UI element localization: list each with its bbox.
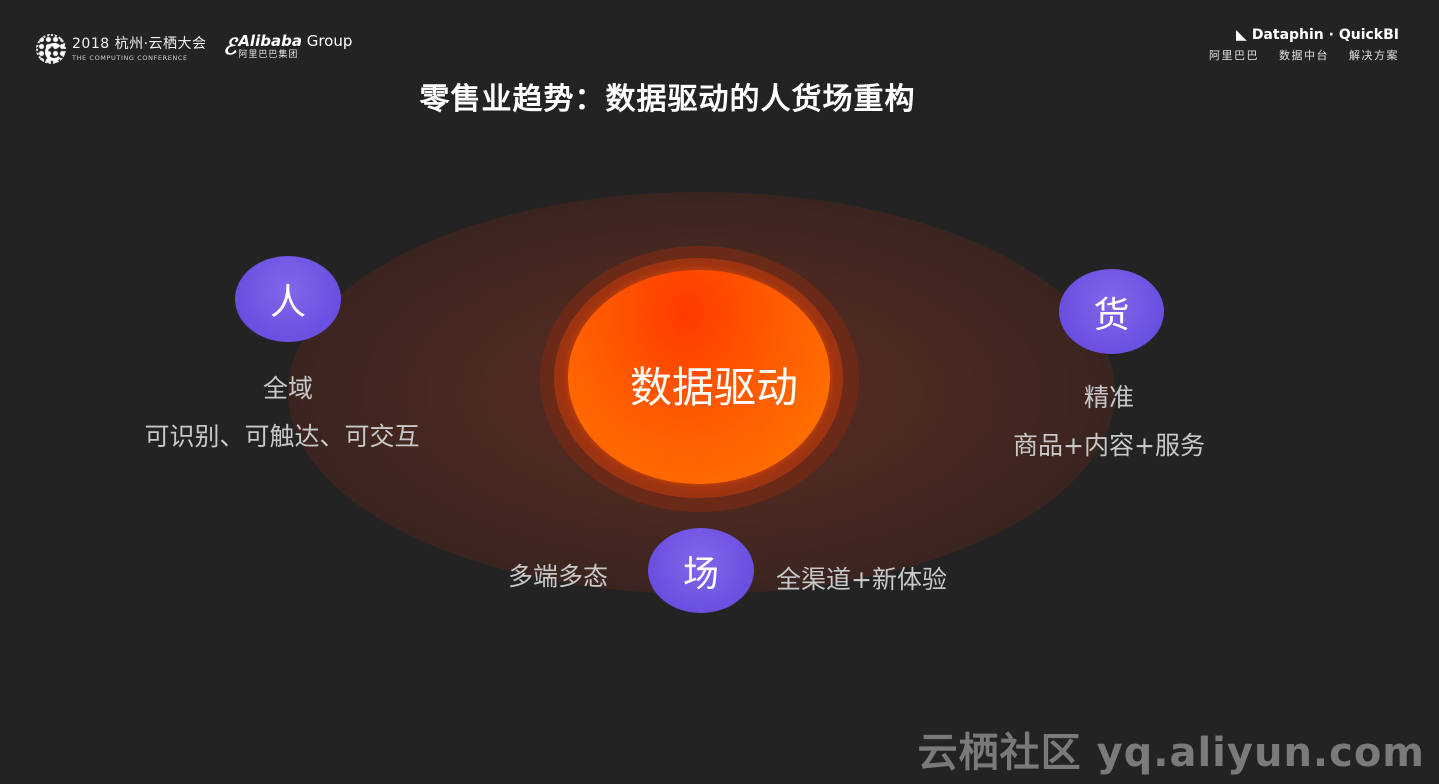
- alibaba-logo-icon: ℰ: [223, 34, 237, 60]
- goods-line-1: 精准: [1083, 383, 1134, 412]
- people-line-1: 全域: [262, 374, 313, 403]
- node-place: 场: [648, 528, 754, 613]
- page-title: 零售业趋势：数据驱动的人货场重构: [419, 82, 916, 117]
- node-place-label: 场: [682, 553, 719, 595]
- brand-sub-3: 解决方案: [1349, 49, 1399, 62]
- node-people: 人: [235, 256, 341, 342]
- alibaba-group-logo: ℰ Alibaba Group 阿里巴巴集团: [223, 32, 353, 61]
- dataphin-quickbi-logo: ◣ Dataphin · QuickBI 阿里巴巴 数据中台 解决方案: [1209, 27, 1399, 63]
- alibaba-group-title: Alibaba Group: [238, 32, 353, 50]
- alibaba-group-subtitle: 阿里巴巴集团: [238, 50, 299, 60]
- watermark: 云栖社区 yq.aliyun.com: [917, 730, 1425, 776]
- brand-title: Dataphin · QuickBI: [1251, 27, 1399, 43]
- conference-logo: 2018 杭州·云栖大会 THE COMPUTING CONFERENCE: [36, 34, 207, 64]
- node-people-label: 人: [269, 282, 306, 323]
- core-circle: [568, 270, 830, 484]
- goods-line-2: 商品+内容+服务: [1013, 431, 1205, 460]
- node-goods-label: 货: [1093, 294, 1130, 336]
- dataphin-icon: ◣: [1236, 27, 1247, 43]
- core-label: 数据驱动: [629, 363, 798, 412]
- conference-title: 2018 杭州·云栖大会: [72, 35, 207, 52]
- node-goods: 货: [1059, 269, 1164, 354]
- place-left-label: 多端多态: [508, 562, 609, 591]
- conference-subtitle: THE COMPUTING CONFERENCE: [72, 53, 188, 62]
- place-right-label: 全渠道+新体验: [776, 565, 947, 594]
- brand-sub-1: 阿里巴巴: [1209, 49, 1259, 62]
- people-line-2: 可识别、可触达、可交互: [144, 422, 420, 451]
- conference-logo-icon: [36, 34, 66, 64]
- brand-sub-2: 数据中台: [1279, 49, 1329, 62]
